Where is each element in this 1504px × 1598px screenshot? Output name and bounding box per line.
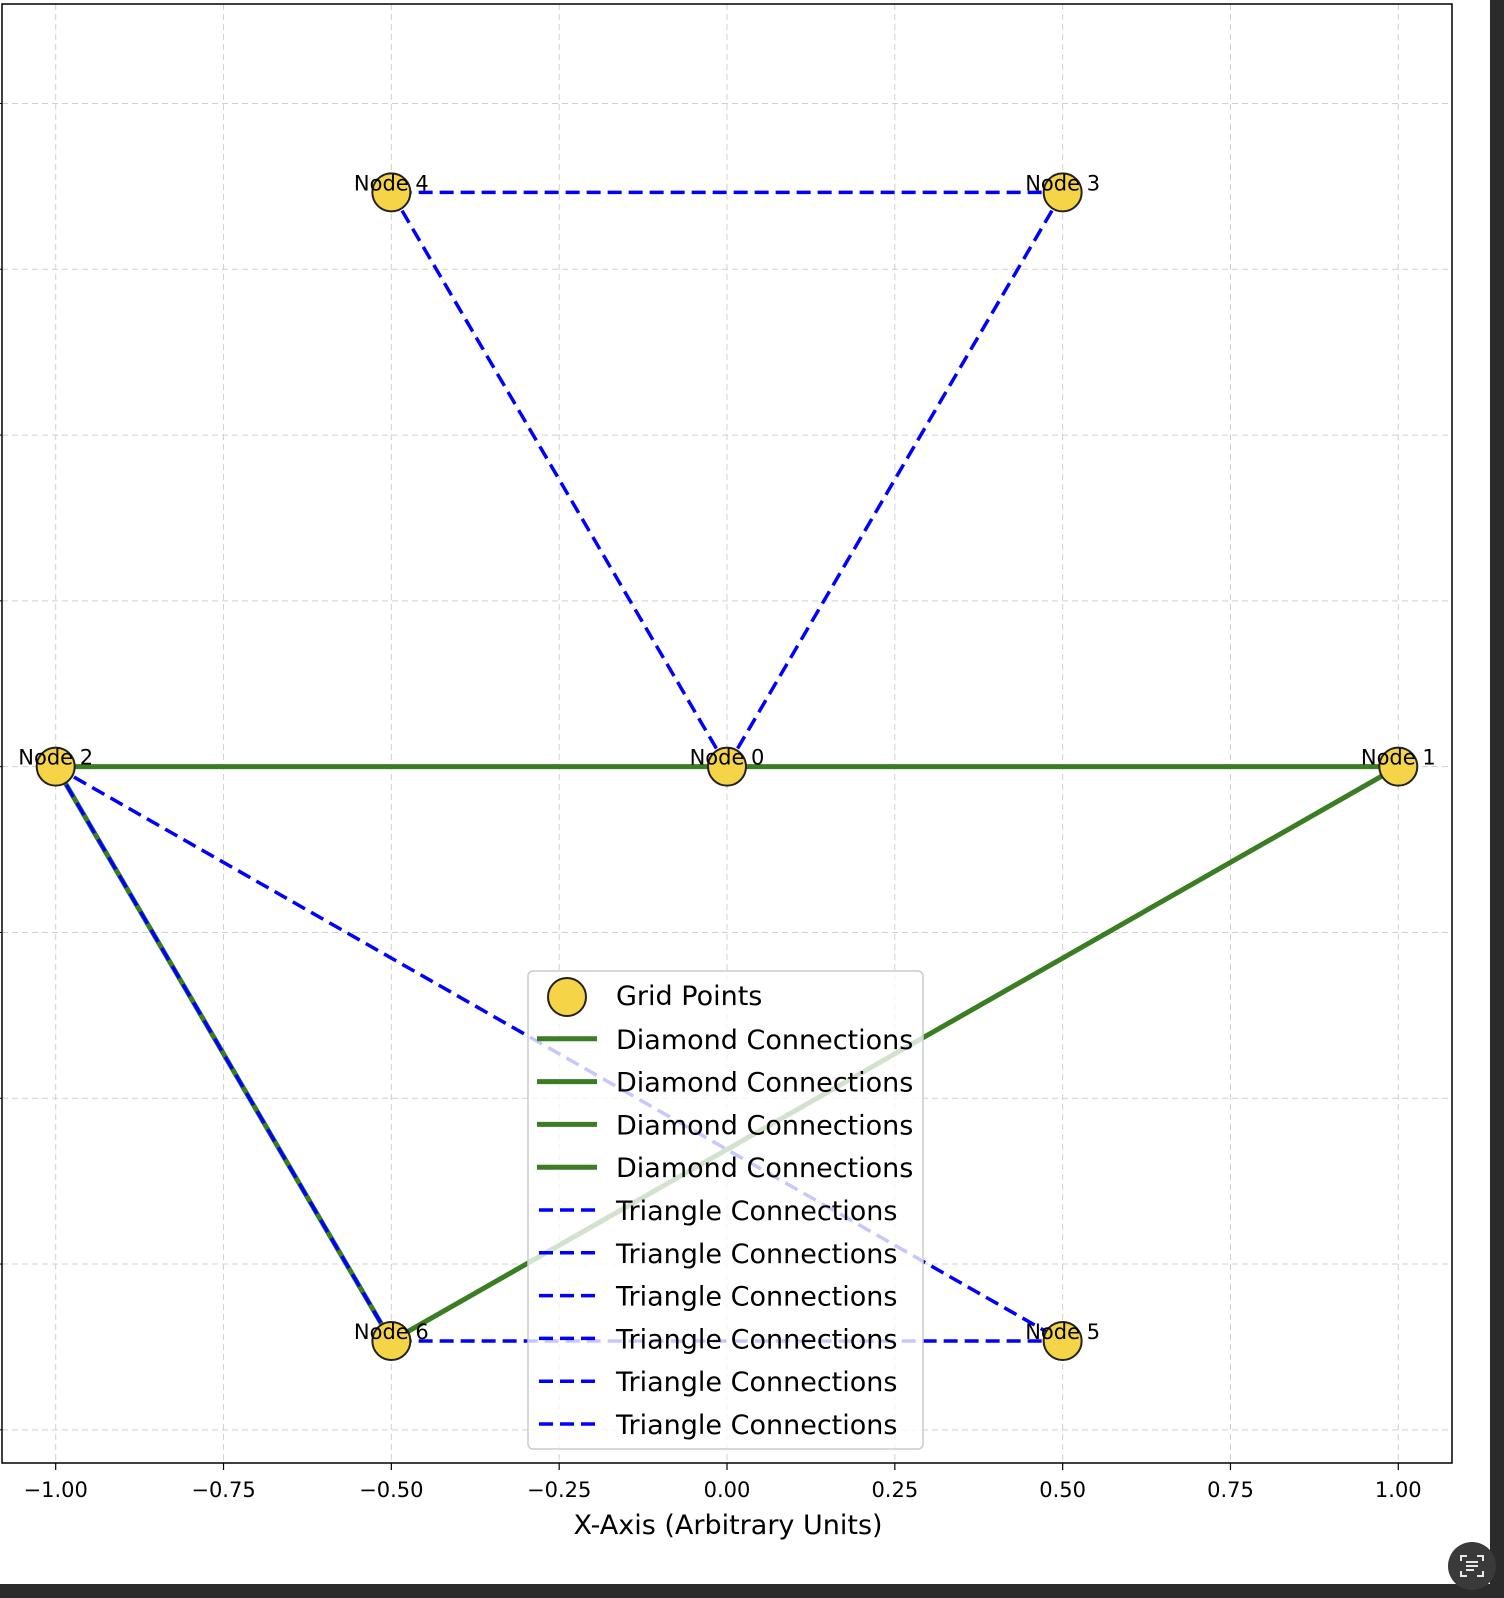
grid-point (1042, 172, 1083, 213)
legend-label: Diamond Connections (616, 1153, 913, 1184)
grid-point (707, 746, 747, 787)
legend-label: Diamond Connections (616, 1068, 913, 1099)
node-label: Node 1 (1361, 746, 1436, 770)
window-scrollbar-edge (1490, 0, 1504, 1598)
x-axis-label: X-Axis (Arbitrary Units) (573, 1510, 882, 1541)
legend-marker (547, 977, 587, 1017)
x-tick-label: −0.25 (527, 1478, 591, 1502)
legend-label: Triangle Connections (615, 1239, 897, 1270)
grid-point (371, 1320, 412, 1361)
x-tick-label: −0.75 (191, 1478, 255, 1502)
grid-point (371, 172, 412, 213)
grid-point (35, 746, 76, 787)
x-tick-label: 0.00 (704, 1478, 751, 1502)
triangle-connection-line (389, 191, 729, 768)
node-label: Node 4 (354, 171, 429, 195)
x-tick-label: 0.25 (871, 1478, 918, 1502)
node-label: Node 6 (354, 1320, 429, 1344)
x-tick-label: 0.50 (1039, 1478, 1086, 1502)
grid-point (1042, 1320, 1083, 1361)
node-label: Node 3 (1025, 171, 1100, 195)
grid-point (1378, 746, 1419, 787)
x-tick-label: 0.75 (1207, 1478, 1254, 1502)
legend-label: Triangle Connections (615, 1410, 897, 1441)
legend-label: Grid Points (616, 981, 762, 1012)
legend-label: Triangle Connections (615, 1282, 897, 1313)
x-tick-label: 1.00 (1375, 1478, 1422, 1502)
legend-label: Triangle Connections (615, 1367, 897, 1398)
nodes-layer (35, 172, 1419, 1361)
text-scan-icon (1460, 1555, 1484, 1577)
triangle-connection-line (725, 191, 1065, 768)
node-labels-layer: Node 0 Node 1 Node 2 Node 3 Node 4 Node 5 Node… (18, 171, 1435, 1344)
node-label: Node 5 (1025, 1320, 1100, 1344)
node-label: Node 2 (18, 746, 93, 770)
triangle-connection-line (54, 765, 393, 1342)
legend-label: Diamond Connections (616, 1025, 913, 1056)
x-tick-label: −0.50 (359, 1478, 423, 1502)
window-bottom-edge (0, 1584, 1504, 1598)
legend-label: Triangle Connections (615, 1324, 897, 1355)
legend-label: Triangle Connections (615, 1196, 897, 1227)
x-tick-label: −1.00 (24, 1478, 88, 1502)
node-label: Node 0 (690, 746, 765, 770)
text-scan-button[interactable] (1448, 1542, 1496, 1590)
legend-label: Diamond Connections (616, 1110, 913, 1141)
x-axis-ticks: −1.00 −0.75 −0.50 −0.25 0.00 0.25 0.50 0.75 1.00 (24, 1463, 1422, 1502)
legend-frame (527, 970, 924, 1450)
